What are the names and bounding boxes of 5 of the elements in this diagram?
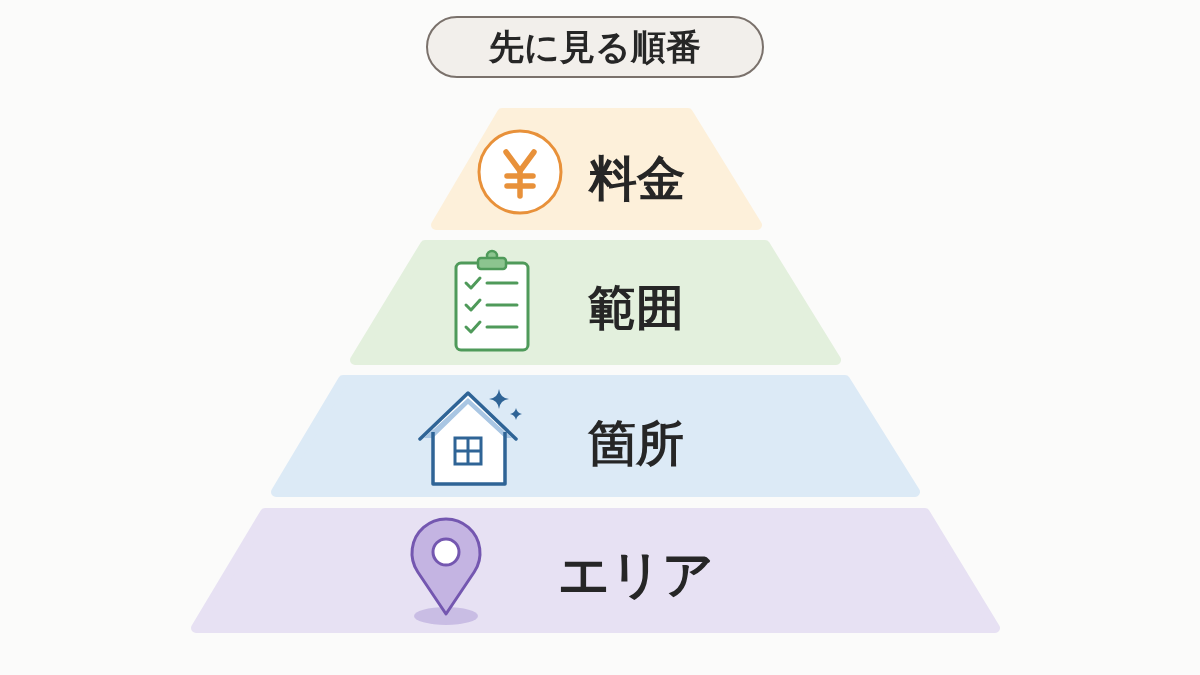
tier-label: 範囲 [588,280,684,334]
tier-label: 箇所 [588,416,684,470]
title-pill: 先に見る順番 [426,16,764,78]
tier-label: 料金 [589,151,685,205]
tier-label: エリア [558,546,714,604]
